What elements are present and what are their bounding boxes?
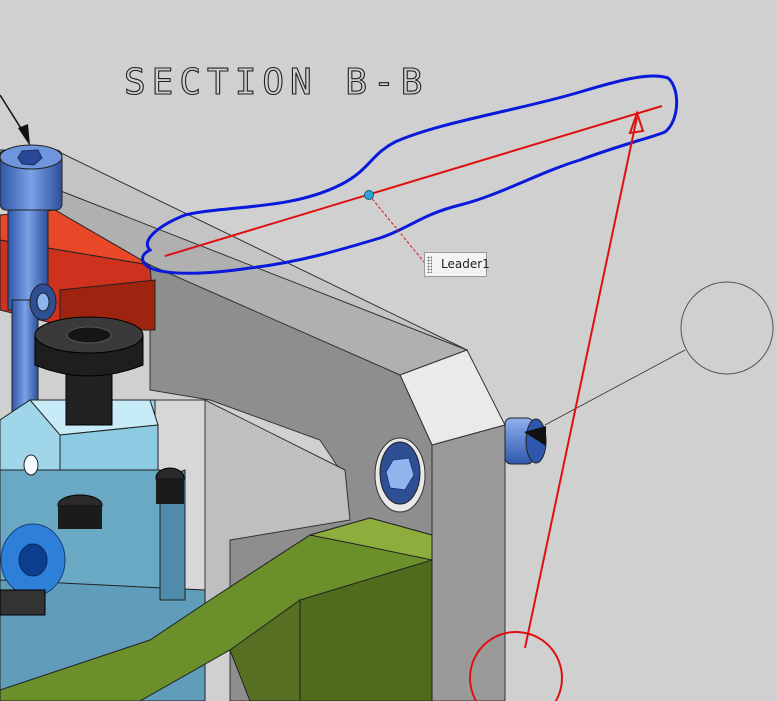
green-arm[interactable]	[0, 517, 433, 701]
section-arrow	[0, 94, 30, 146]
leader-label: Leader1	[441, 257, 490, 271]
knob-icon[interactable]	[34, 316, 185, 529]
socket-head-icon[interactable]	[374, 437, 426, 513]
section-label[interactable]: SECTION B-B	[123, 61, 428, 103]
frame-plate[interactable]	[0, 149, 506, 701]
blue-nut[interactable]	[0, 523, 66, 616]
blue-markup-outline[interactable]	[141, 74, 679, 275]
leader-grip-icon[interactable]	[427, 256, 432, 273]
leader-label-box[interactable]: Leader1	[424, 252, 490, 277]
pin-part[interactable]	[504, 417, 547, 465]
balloon-leader[interactable]	[544, 281, 774, 426]
red-markup[interactable]	[164, 105, 663, 701]
